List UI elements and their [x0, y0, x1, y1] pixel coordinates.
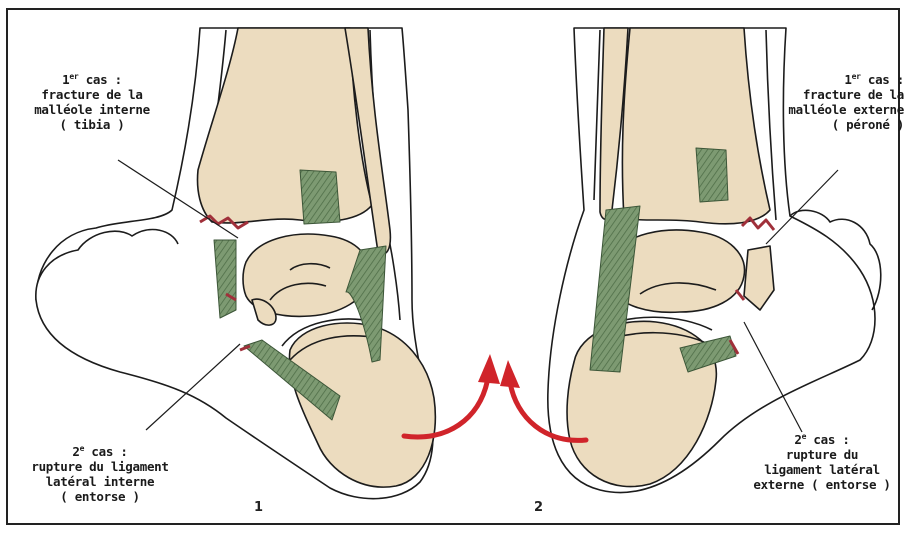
left-case1-line2: malléole interne — [12, 102, 172, 117]
right-case1-line3: ( péroné ) — [754, 117, 904, 132]
left-ligament-upper — [300, 170, 340, 224]
right-case2-line1: rupture du — [740, 447, 904, 462]
right-case1-line2: malléole externe — [754, 102, 904, 117]
figure-number-2: 2 — [534, 500, 543, 515]
right-case2-line2: ligament latéral — [740, 462, 904, 477]
label-right-case1: 1er cas : fracture de la malléole extern… — [754, 72, 904, 132]
left-case1-line1: fracture de la — [12, 87, 172, 102]
right-ligament-upper — [696, 148, 728, 202]
right-case2-line3: externe ( entorse ) — [740, 477, 904, 492]
left-case2-num: 2 — [72, 444, 79, 459]
left-case1-line3: ( tibia ) — [12, 117, 172, 132]
right-case1-num: 1 — [844, 72, 851, 87]
label-right-case2: 2e cas : rupture du ligament latéral ext… — [740, 432, 904, 492]
figure-number-1: 1 — [254, 500, 263, 515]
right-case1-word: cas : — [868, 72, 904, 87]
left-case1-sup: er — [69, 72, 78, 81]
label-left-case2: 2e cas : rupture du ligament latéral int… — [10, 444, 190, 504]
left-case2-word: cas : — [91, 444, 127, 459]
right-case2-word: cas : — [813, 432, 849, 447]
left-case2-line2: latéral interne — [10, 474, 190, 489]
left-case2-line3: ( entorse ) — [10, 489, 190, 504]
right-arrow-head — [500, 360, 520, 388]
label-left-case1: 1er cas : fracture de la malléole intern… — [12, 72, 172, 132]
right-case2-sup: e — [802, 432, 807, 441]
left-case1-word: cas : — [86, 72, 122, 87]
left-case2-sup: e — [80, 444, 85, 453]
right-case1-sup: er — [852, 72, 861, 81]
left-arrow-head — [478, 354, 500, 384]
left-case2-line1: rupture du ligament — [10, 459, 190, 474]
right-case1-line1: fracture de la — [754, 87, 904, 102]
right-case2-num: 2 — [794, 432, 801, 447]
